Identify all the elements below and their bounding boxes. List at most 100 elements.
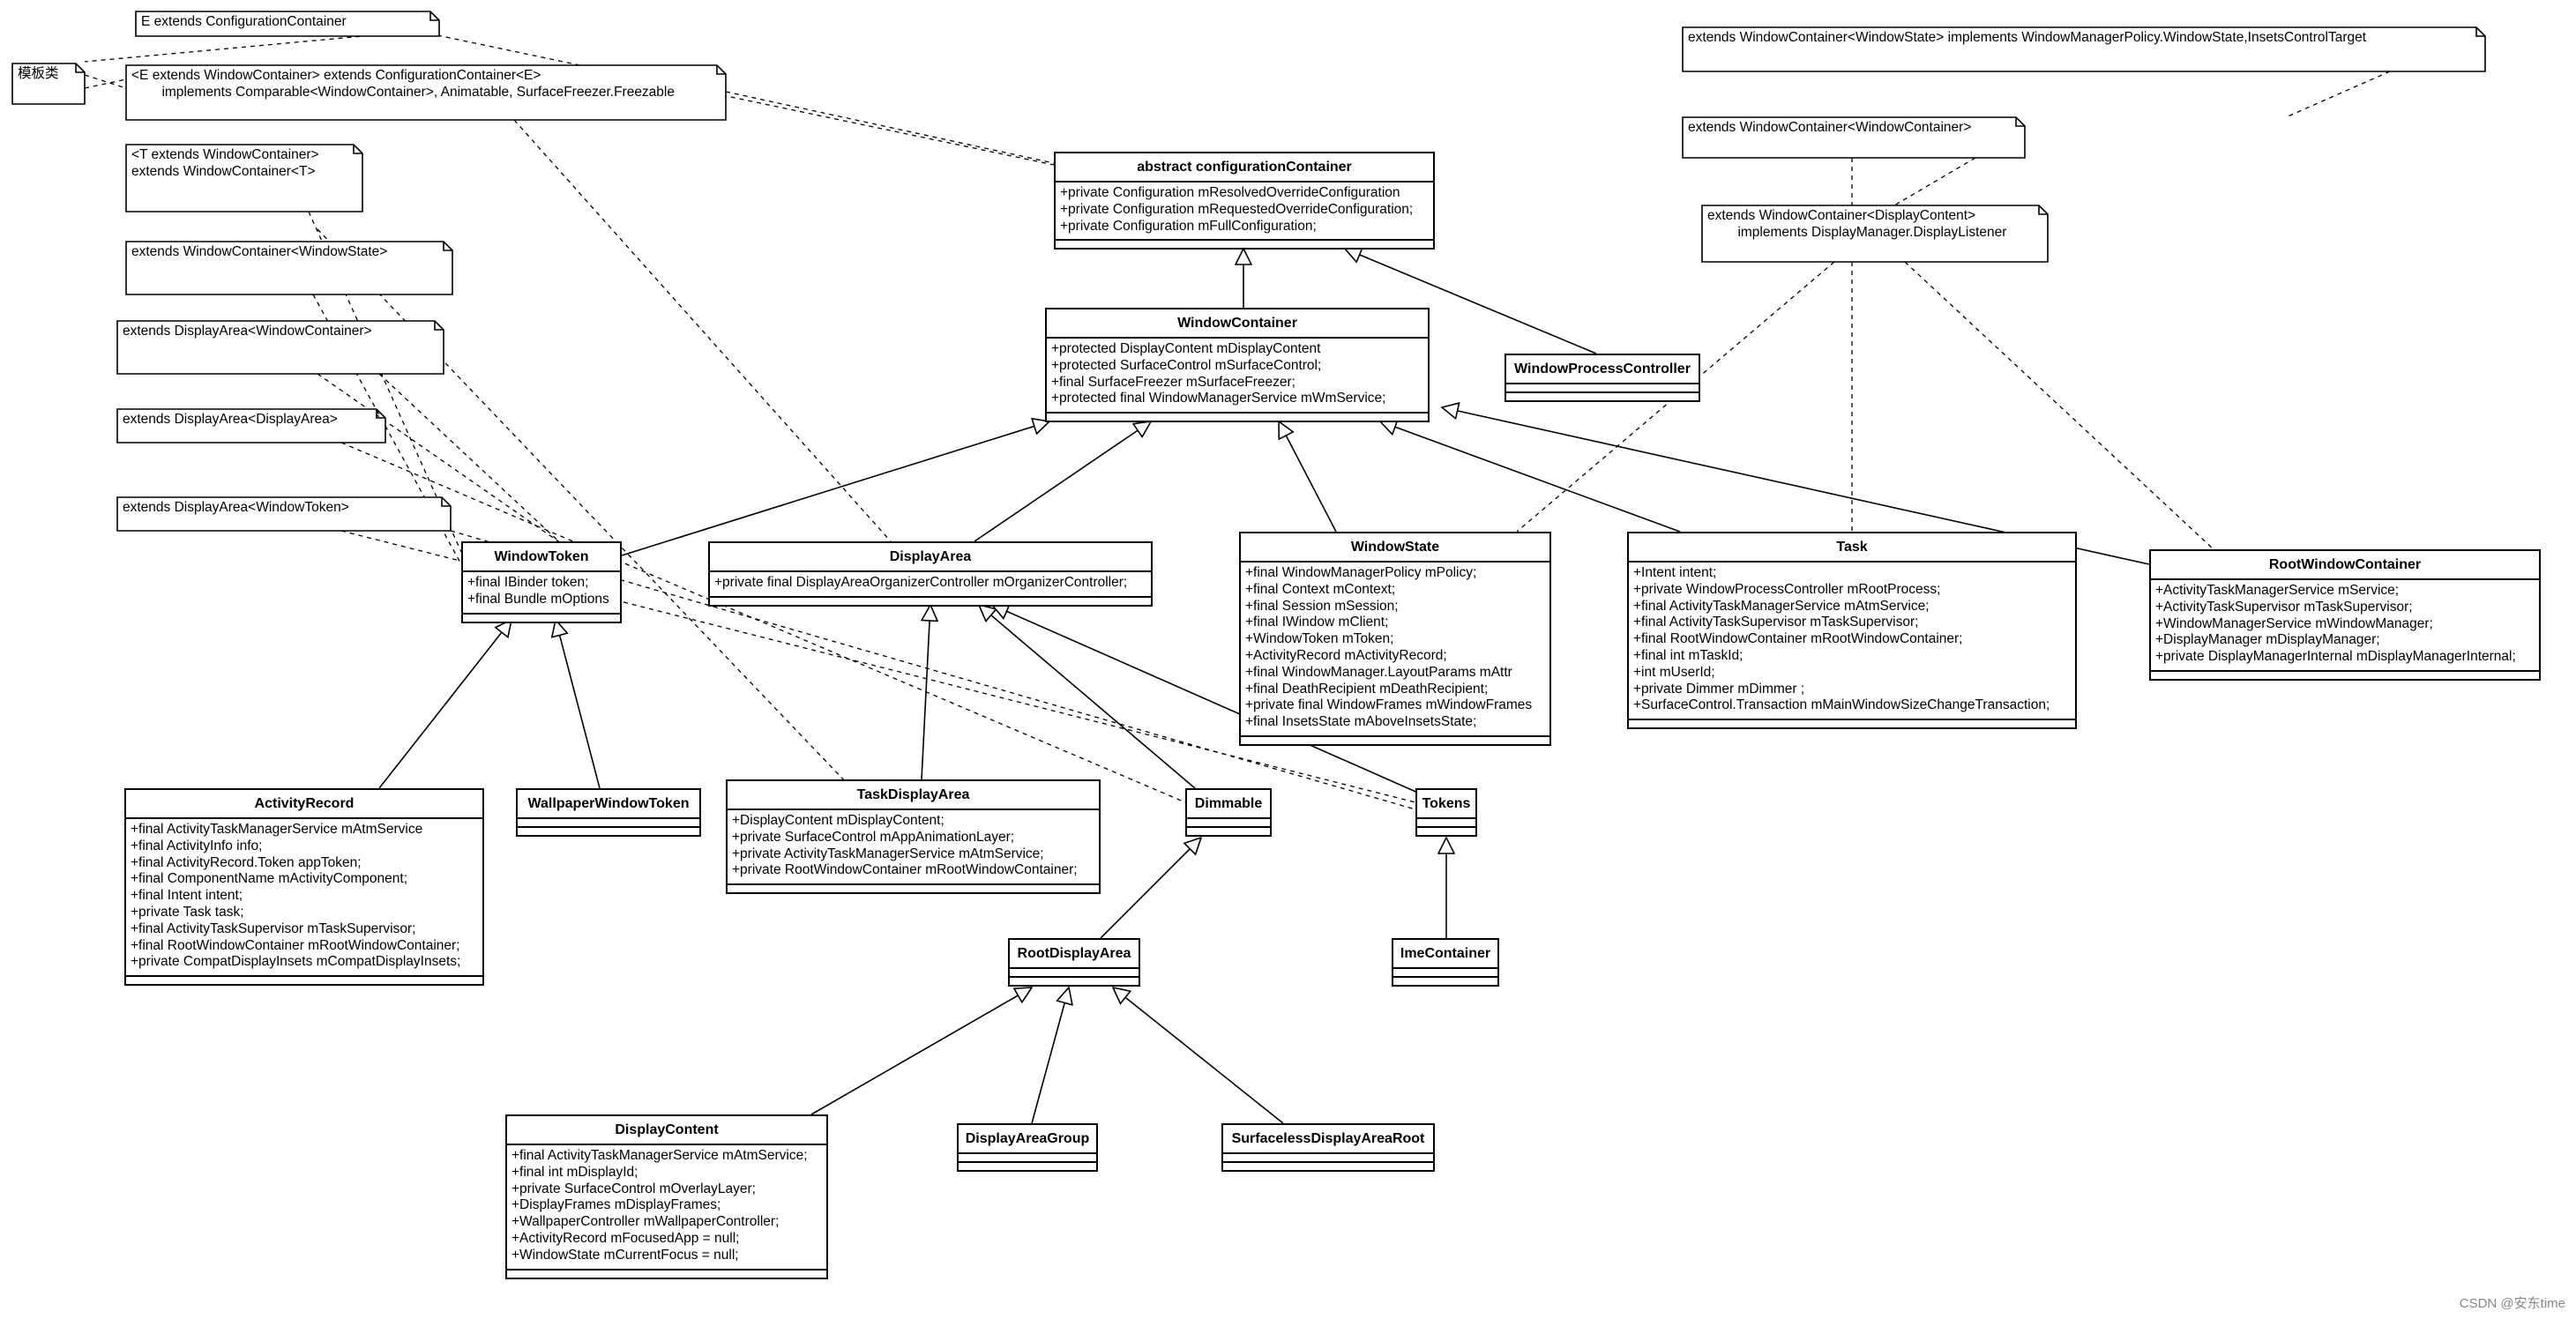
class-title: ImeContainer <box>1393 940 1497 969</box>
note-displaycontent-implements: extends WindowContainer<DisplayContent> … <box>1707 208 2007 240</box>
class-display-area[interactable]: DisplayArea +private final DisplayAreaOr… <box>708 541 1153 607</box>
note-outline <box>116 408 386 443</box>
attribute: +Intent intent; <box>1633 565 1717 580</box>
class-attributes: +Intent intent; +private WindowProcessCo… <box>1629 563 2075 721</box>
note-anchor-line <box>513 119 892 542</box>
note-extends-windowstate: extends WindowContainer<WindowState> <box>131 244 388 259</box>
class-display-area-group[interactable]: DisplayAreaGroup <box>957 1123 1098 1172</box>
class-title: WallpaperWindowToken <box>518 790 699 819</box>
generalization-arrow <box>1113 987 1284 1124</box>
attribute: +final Context mContext; <box>1245 581 1396 597</box>
attribute: +final ActivityTaskSupervisor mTaskSuper… <box>1633 615 1919 630</box>
generalization-arrow <box>922 605 930 780</box>
class-title: Dimmable <box>1187 790 1270 819</box>
class-attributes <box>1393 969 1497 978</box>
generalization-arrow <box>992 605 1421 794</box>
class-ime-container[interactable]: ImeContainer <box>1392 938 1499 987</box>
class-attributes: +private final DisplayAreaOrganizerContr… <box>710 572 1151 598</box>
note-shapes <box>11 11 2486 532</box>
class-title: WindowProcessController <box>1506 355 1699 384</box>
class-title: ActivityRecord <box>126 790 482 819</box>
attribute: +WindowManagerService mWindowManager; <box>2155 615 2433 631</box>
class-attributes: +final IBinder token; +final Bundle mOpt… <box>463 572 620 615</box>
class-title: WindowContainer <box>1047 309 1428 339</box>
note-anchor-line <box>378 373 565 548</box>
attribute: +final WindowManager.LayoutParams mAttr <box>1245 664 1512 680</box>
class-wallpaper-window-token[interactable]: WallpaperWindowToken <box>516 788 701 837</box>
class-root-display-area[interactable]: RootDisplayArea <box>1008 938 1140 987</box>
class-window-process-controller[interactable]: WindowProcessController <box>1505 354 1700 402</box>
class-attributes <box>1506 384 1699 393</box>
class-operations <box>1506 393 1699 400</box>
class-title: Tokens <box>1417 790 1475 819</box>
attribute: +final InsetsState mAboveInsetsState; <box>1245 714 1477 730</box>
class-title: DisplayContent <box>507 1116 826 1145</box>
class-title: DisplayAreaGroup <box>959 1125 1096 1154</box>
note-anchor-line <box>1516 261 1835 533</box>
class-dimmable[interactable]: Dimmable <box>1185 788 1272 837</box>
class-operations <box>1241 737 1549 744</box>
note-displayarea-displayarea: extends DisplayArea<DisplayArea> <box>123 412 338 427</box>
attribute: +final ActivityTaskManagerService mAtmSe… <box>1633 598 1930 614</box>
watermark: CSDN @安东time <box>2459 1296 2565 1311</box>
generalization-arrow <box>1380 421 1681 533</box>
class-configuration-container[interactable]: abstract configurationContainer +private… <box>1054 152 1435 250</box>
note-template-class: 模板类 <box>18 66 59 81</box>
class-operations <box>1629 720 2075 727</box>
generalization-arrow <box>621 421 1049 556</box>
class-window-state[interactable]: WindowState +final WindowManagerPolicy m… <box>1239 532 1551 746</box>
attribute: +final int mTaskId; <box>1633 647 1743 663</box>
attribute: +WindowState mCurrentFocus = null; <box>511 1247 739 1263</box>
class-display-content[interactable]: DisplayContent +final ActivityTaskManage… <box>505 1114 828 1279</box>
class-operations <box>1223 1163 1433 1170</box>
class-attributes: +final WindowManagerPolicy mPolicy; +fin… <box>1241 563 1549 737</box>
attribute: +final Intent intent; <box>131 888 243 904</box>
attribute: +private SurfaceControl mAppAnimationLay… <box>732 829 1015 845</box>
class-attributes <box>1223 1154 1433 1163</box>
attribute: +DisplayContent mDisplayContent; <box>732 813 945 828</box>
attribute: +ActivityTaskManagerService mService; <box>2155 583 2400 598</box>
attribute: +private Configuration mResolvedOverride… <box>1060 185 1400 200</box>
attribute: +private WindowProcessController mRootPr… <box>1633 581 1941 597</box>
class-root-window-container[interactable]: RootWindowContainer +ActivityTaskManager… <box>2149 549 2541 681</box>
note-anchor-line <box>340 442 1186 803</box>
class-operations <box>728 885 1099 892</box>
class-operations <box>1393 978 1497 985</box>
class-task[interactable]: Task +Intent intent; +private WindowProc… <box>1627 532 2077 730</box>
class-title: Task <box>1629 533 2075 563</box>
attribute: +private Task task; <box>131 904 244 920</box>
note-config-container: E extends ConfigurationContainer <box>141 14 347 29</box>
attribute: +ActivityRecord mActivityRecord; <box>1245 647 1447 663</box>
note-anchor-line <box>2285 71 2391 118</box>
class-window-token[interactable]: WindowToken +final IBinder token; +final… <box>461 541 622 623</box>
generalization-arrow <box>1100 838 1201 939</box>
class-activity-record[interactable]: ActivityRecord +final ActivityTaskManage… <box>124 788 484 987</box>
class-attributes: +DisplayContent mDisplayContent; +privat… <box>728 810 1099 886</box>
attribute: +DisplayFrames mDisplayFrames; <box>511 1197 721 1213</box>
attribute: +private Configuration mRequestedOverrid… <box>1060 201 1414 217</box>
class-operations <box>518 828 699 835</box>
generalization-arrow <box>810 987 1032 1115</box>
class-operations <box>1047 414 1428 421</box>
attribute: +final ActivityTaskManagerService mAtmSe… <box>131 822 423 837</box>
class-surfaceless-display-area-root[interactable]: SurfacelessDisplayAreaRoot <box>1221 1123 1435 1172</box>
class-task-display-area[interactable]: TaskDisplayArea +DisplayContent mDisplay… <box>726 779 1101 895</box>
attribute: +private CompatDisplayInsets mCompatDisp… <box>131 954 461 970</box>
attribute: +int mUserId; <box>1633 664 1715 680</box>
class-attributes <box>1417 819 1475 828</box>
class-window-container[interactable]: WindowContainer +protected DisplayConten… <box>1045 308 1430 423</box>
attribute: +final IWindow mClient; <box>1245 615 1389 630</box>
attribute: +final ActivityRecord.Token appToken; <box>131 854 362 870</box>
generalization-arrow <box>1279 421 1337 533</box>
note-outline <box>125 144 363 212</box>
class-tokens[interactable]: Tokens <box>1415 788 1477 837</box>
attribute: +protected DisplayContent mDisplayConten… <box>1051 341 1321 356</box>
class-title: SurfacelessDisplayAreaRoot <box>1223 1125 1433 1154</box>
class-operations <box>1056 241 1433 248</box>
note-outline <box>1682 26 2486 72</box>
note-outline <box>11 63 86 105</box>
class-title: abstract configurationContainer <box>1056 153 1433 183</box>
class-attributes: +final ActivityTaskManagerService mAtmSe… <box>507 1145 826 1271</box>
attribute: +private ActivityTaskManagerService mAtm… <box>732 846 1044 861</box>
